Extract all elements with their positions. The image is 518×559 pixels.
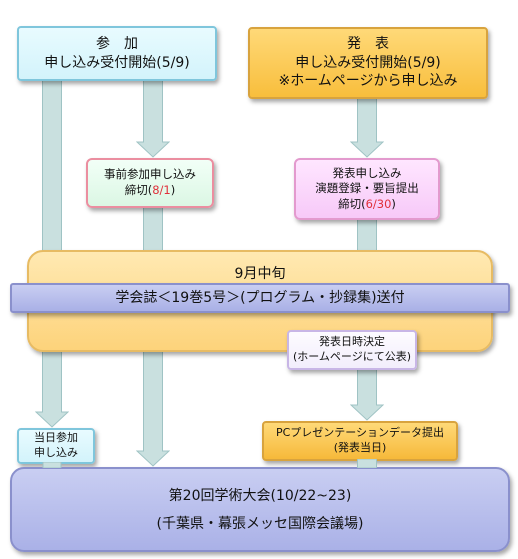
arrow-shape (350, 98, 384, 158)
conference-box: 第20回学術大会(10/22~23) (千葉県・幕張メッセ国際会議場) (10, 467, 510, 552)
journal-label: 学会誌＜19巻5号＞(プログラム・抄録集)送付 (115, 289, 405, 306)
present-note: ※ホームページから申し込み (278, 73, 458, 90)
arrow-polygon (357, 459, 377, 468)
deadline-suffix: ) (391, 196, 396, 211)
same-day-line1: 当日参加 (34, 431, 78, 445)
present-title: 発 表 (347, 35, 389, 52)
journal-box: 学会誌＜19巻5号＞(プログラム・抄録集)送付 (10, 283, 510, 313)
arrow-polygon (42, 462, 62, 468)
present-apply-label: 発表申し込み (332, 165, 402, 180)
present-apply-detail: 演題登録・要旨提出 (315, 181, 419, 196)
september-label: 9月中旬 (234, 266, 286, 282)
present-apply-box: 発表申し込み 演題登録・要旨提出 締切(6/30) (294, 158, 440, 220)
arrow-shape (350, 368, 384, 421)
pre-register-deadline: 締切(8/1) (125, 183, 176, 199)
schedule-note: (ホームページにて公表) (292, 350, 412, 363)
same-day-line2: 申し込み (34, 446, 78, 459)
arrow-shape (357, 459, 377, 468)
arrow-participate-to-pre-register (136, 79, 170, 158)
deadline-prefix: 締切( (338, 196, 366, 211)
participate-box: 参 加 申し込み受付開始(5/9) (17, 26, 217, 81)
schedule-label: 発表日時決定 (319, 335, 385, 349)
present-apply-deadline: 締切(6/30) (338, 197, 396, 213)
pre-register-label: 事前参加申し込み (104, 167, 196, 182)
pc-data-note: (発表当日) (333, 441, 387, 454)
pc-data-label: PCプレゼンテーションデータ提出 (275, 426, 445, 440)
deadline-suffix: ) (170, 183, 176, 197)
pc-data-box: PCプレゼンテーションデータ提出 (発表当日) (262, 421, 458, 461)
participate-start: 申し込み受付開始(5/9) (44, 54, 190, 71)
arrow-pc-data-to-conference (350, 459, 384, 468)
present-start: 申し込み受付開始(5/9) (295, 54, 441, 71)
participate-title: 参 加 (96, 35, 138, 52)
deadline-prefix: 締切( (124, 183, 153, 197)
same-day-box: 当日参加 申し込み (17, 428, 95, 464)
pre-register-box: 事前参加申し込み 締切(8/1) (86, 158, 214, 208)
arrow-shape (136, 79, 170, 158)
present-box: 発 表 申し込み受付開始(5/9) ※ホームページから申し込み (248, 27, 488, 99)
arrow-polygon (136, 79, 170, 158)
conference-venue: (千葉県・幕張メッセ国際会議場) (156, 515, 364, 532)
arrow-same-day-to-conference (36, 462, 68, 468)
arrow-schedule-to-pc-data (350, 368, 384, 421)
conference-title: 第20回学術大会(10/22~23) (168, 487, 352, 504)
arrow-shape (42, 462, 62, 468)
arrow-present-to-present-apply (350, 98, 384, 158)
arrow-polygon (350, 98, 384, 158)
deadline-date: 6/30 (365, 196, 392, 211)
arrow-polygon (350, 368, 384, 421)
schedule-box: 発表日時決定 (ホームページにて公表) (287, 330, 417, 370)
deadline-date: 8/1 (152, 183, 171, 197)
